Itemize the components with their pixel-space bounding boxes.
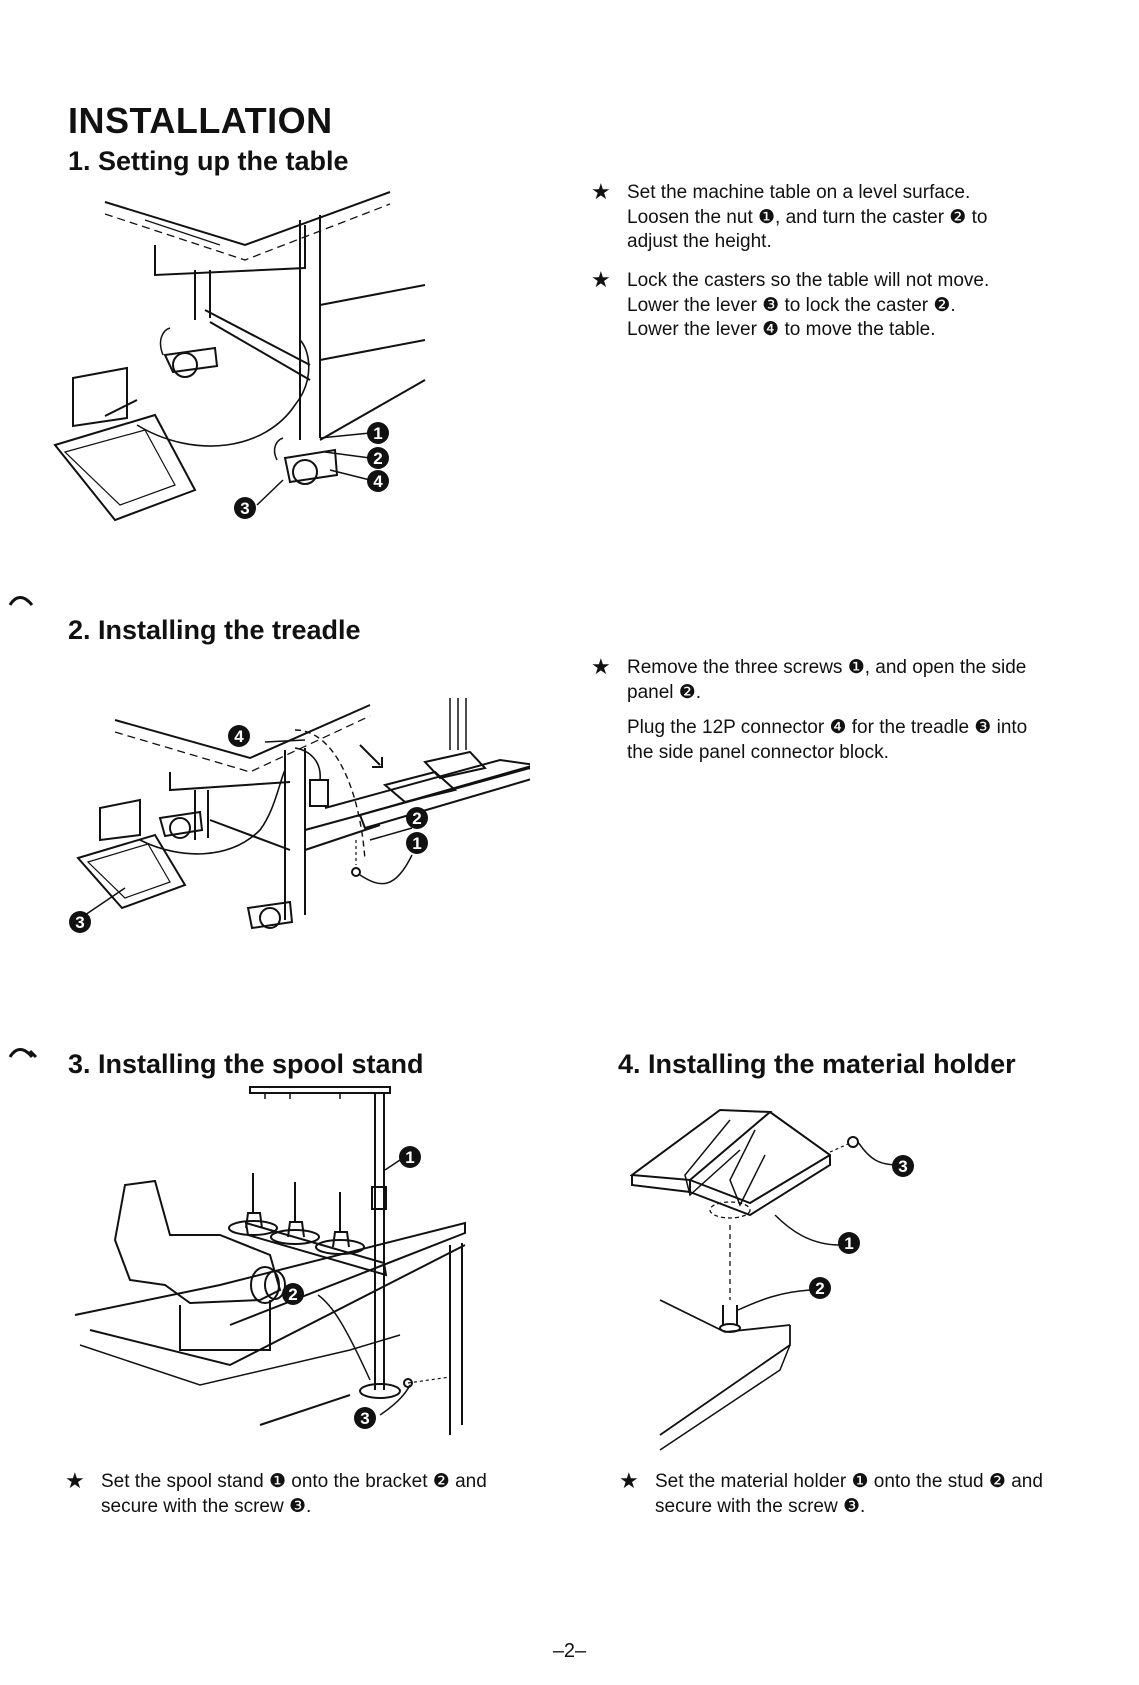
callout-2: 2 [373, 449, 382, 468]
note-line: Lock the casters so the table will not m… [627, 270, 990, 291]
section-1-note-1: ★ Set the machine table on a level surfa… [591, 179, 988, 255]
star-icon: ★ [591, 267, 611, 292]
section-2-note-2: Plug the 12P connector ❹ for the treadle… [627, 716, 1027, 765]
treadle-installation-illustration: 4 2 1 3 [69, 698, 530, 933]
spool-stand-illustration: 1 2 3 [74, 1086, 466, 1435]
star-icon: ★ [619, 1468, 639, 1493]
callout-4: 4 [373, 472, 383, 491]
section-2-heading: 2. Installing the treadle [68, 615, 361, 645]
star-icon: ★ [591, 179, 611, 204]
section-4-heading: 4. Installing the material holder [618, 1049, 1016, 1079]
section-3-note-1: ★ Set the spool stand ❶ onto the bracket… [65, 1468, 487, 1519]
section-1-heading: 1. Setting up the table [68, 146, 349, 176]
callout-2: 2 [412, 809, 421, 828]
star-icon: ★ [65, 1468, 85, 1493]
note-line: Set the material holder ❶ onto the stud … [655, 1471, 1043, 1492]
note-line: Lower the lever ❸ to lock the caster ❷. [627, 294, 956, 316]
note-line: adjust the height. [627, 231, 772, 252]
note-line: Set the spool stand ❶ onto the bracket ❷… [101, 1471, 487, 1492]
page-number: –2– [552, 1640, 587, 1662]
callout-3: 3 [240, 499, 249, 518]
note-line: Remove the three screws ❶, and open the … [627, 657, 1027, 678]
callout-3: 3 [75, 913, 84, 932]
section-3-heading: 3. Installing the spool stand [68, 1049, 424, 1079]
callout-3: 3 [360, 1409, 369, 1428]
callout-1: 1 [412, 834, 421, 853]
note-line: secure with the screw ❸. [101, 1495, 312, 1517]
star-icon: ★ [591, 654, 611, 679]
material-holder-illustration: 3 1 2 [630, 1108, 914, 1451]
page-title: INSTALLATION [68, 100, 333, 141]
note-line: Plug the 12P connector ❹ for the treadle… [627, 717, 1028, 738]
note-line: the side panel connector block. [627, 741, 889, 763]
table-setup-illustration: 1 2 4 3 [53, 191, 426, 522]
note-line: Lower the lever ❹ to move the table. [627, 319, 936, 340]
callout-4: 4 [234, 727, 244, 746]
note-line: Loosen the nut ❶, and turn the caster ❷ … [627, 206, 988, 228]
callout-2: 2 [288, 1285, 297, 1304]
margin-arrow-mark [8, 590, 34, 613]
note-line: panel ❷. [627, 681, 702, 703]
section-1-note-2: ★ Lock the casters so the table will not… [591, 267, 990, 343]
section-4-note-1: ★ Set the material holder ❶ onto the stu… [619, 1468, 1043, 1519]
callout-3: 3 [898, 1157, 907, 1176]
callout-1: 1 [844, 1234, 853, 1253]
note-line: secure with the screw ❸. [655, 1495, 866, 1517]
note-line: Set the machine table on a level surface… [627, 182, 971, 203]
section-2-note-1: ★ Remove the three screws ❶, and open th… [591, 654, 1027, 705]
callout-1: 1 [405, 1148, 414, 1167]
margin-arrow-mark [8, 1042, 38, 1065]
callout-2: 2 [815, 1279, 824, 1298]
callout-1: 1 [373, 424, 382, 443]
